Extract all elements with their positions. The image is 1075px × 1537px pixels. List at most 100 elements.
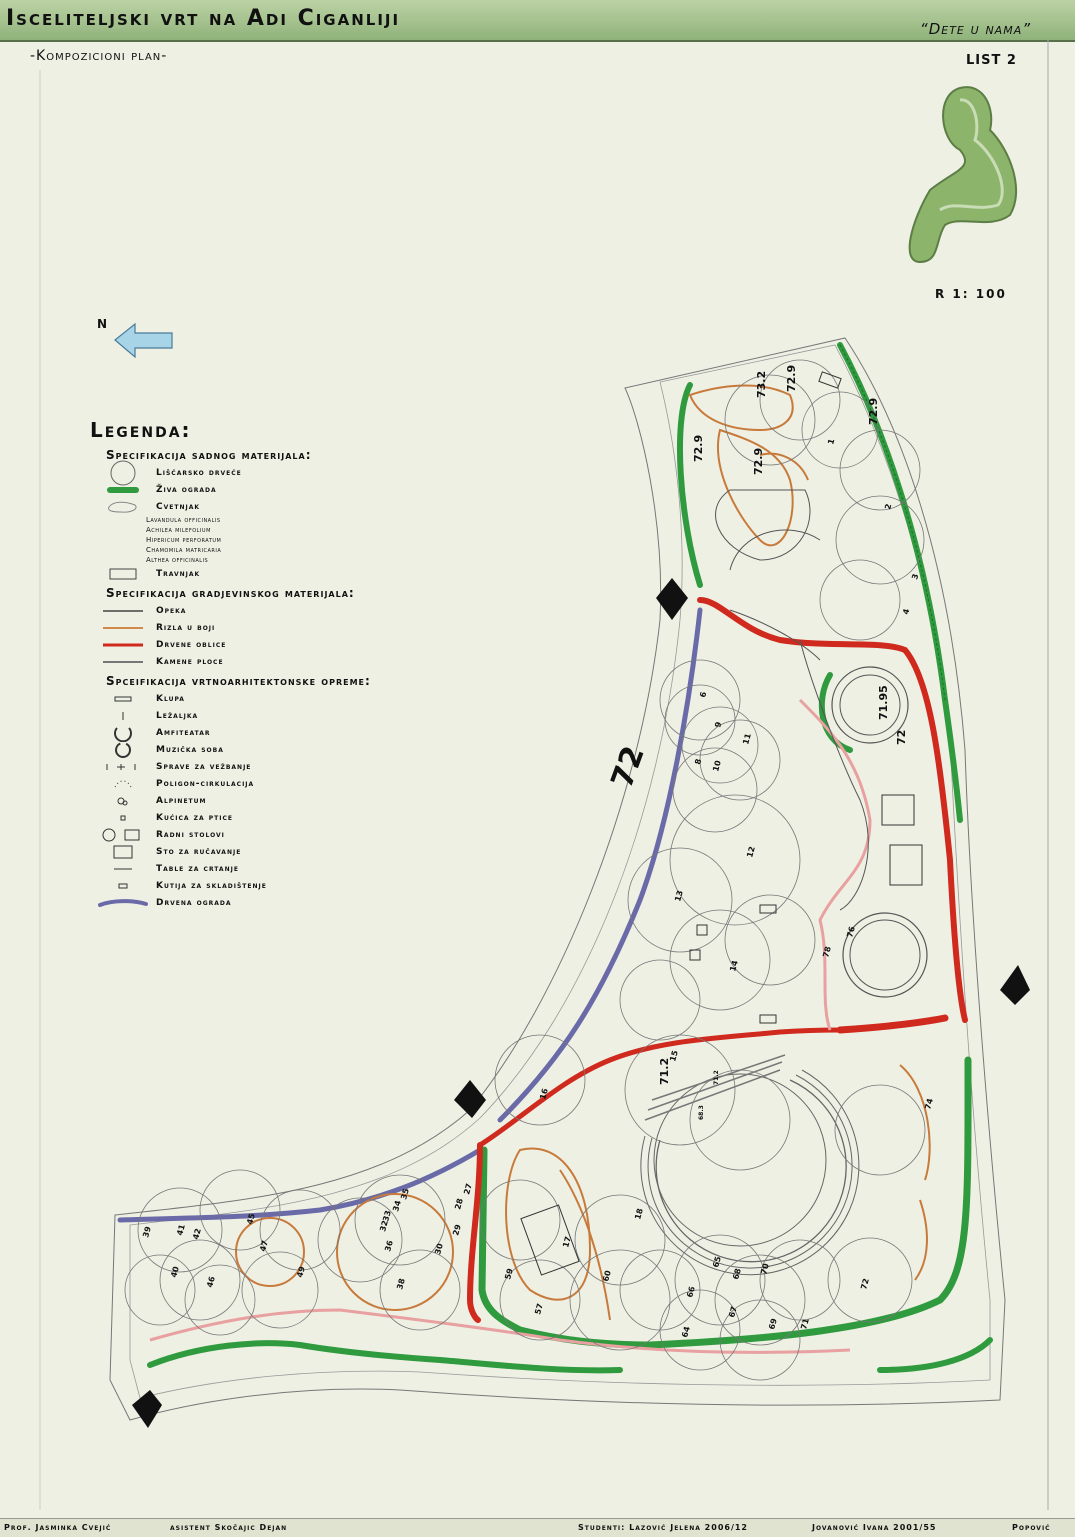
plan-subtitle: -Kompozicioni plan- [30, 48, 168, 64]
tree-canopy [137, 1187, 223, 1273]
tree-number: 18 [633, 1207, 645, 1221]
tree-canopy [719, 1299, 801, 1381]
tree-canopy [627, 847, 733, 953]
tree-canopy [834, 1084, 926, 1176]
tree-canopy [494, 1034, 586, 1126]
red-path [466, 597, 968, 1323]
storage-box-icon [90, 882, 156, 890]
elevation-label: 71.2 [713, 1070, 720, 1085]
tree-canopy [759, 359, 841, 441]
tree-number: 28 [453, 1197, 465, 1211]
tree-number: 4 [901, 607, 911, 615]
tree-number: 11 [741, 732, 753, 746]
tree-number: 78 [821, 945, 833, 959]
tree-canopy [724, 374, 816, 466]
tree-canopy [569, 1249, 671, 1351]
tree-number: 45 [245, 1212, 257, 1226]
tree-number: 70 [759, 1262, 771, 1276]
tree-canopy [379, 1249, 461, 1331]
tree-canopy [669, 909, 771, 1011]
legend-item-tree: Lišćarsko drveće [90, 460, 420, 485]
tree-icon [90, 459, 156, 487]
footer-assistant: asistent Skočajic Dejan [170, 1523, 288, 1532]
north-arrow-icon [114, 322, 173, 359]
tree-number: 29 [451, 1223, 463, 1237]
hedge-icon [90, 484, 156, 496]
tree-canopy [759, 1239, 841, 1321]
tree-number: 41 [175, 1223, 187, 1237]
tree-canopy [669, 794, 801, 926]
legend-heading-plants: Specifikacija sadnog materijala: [106, 448, 312, 462]
tree-number: 12 [745, 845, 757, 858]
tree-number: 30 [433, 1242, 445, 1256]
lunch-table-icon [90, 844, 156, 860]
legend-item-lunch-table: Sto za ručavanje [90, 843, 420, 860]
legend-item-lounger: Ležaljka [90, 707, 420, 724]
tree-number: 2 [883, 503, 893, 511]
bench-icon [90, 695, 156, 703]
tree-canopy [827, 1237, 913, 1323]
elevation-label: 72.9 [867, 398, 880, 425]
tree-number: 14 [728, 959, 740, 973]
elevation-label: 73.2 [755, 371, 768, 398]
tree-canopy [241, 1251, 319, 1329]
tree-canopy [499, 1259, 581, 1341]
tree-number: 67 [727, 1305, 739, 1318]
tree-number: 17 [561, 1235, 573, 1248]
tree-number: 13 [673, 889, 685, 902]
legend-item-logs: Drvene oblice [90, 636, 420, 653]
height-label: 72 [605, 742, 652, 793]
elevation-label: 72.9 [752, 448, 765, 475]
tree-number: 16 [538, 1087, 550, 1101]
tree-number: 65 [711, 1255, 723, 1269]
tree-canopy [664, 684, 736, 756]
garden-logo [908, 86, 1018, 264]
tree-number: 76 [845, 925, 857, 939]
tree-canopy [317, 1197, 403, 1283]
benches [520, 371, 923, 1276]
elevation-label: 71.95 [877, 685, 890, 720]
legend-item-music-room: Muzička soba [90, 741, 420, 758]
tree-number: 38 [395, 1277, 407, 1291]
tree-number: 59 [503, 1267, 515, 1281]
page-title: Isceliteljski vrt na Adi Ciganliji [6, 6, 401, 31]
tree-canopy [839, 429, 921, 511]
tree-canopy [624, 1034, 736, 1146]
legend-item-polygon: Poligon-cirkulacija [90, 775, 420, 792]
tree-number: 64 [680, 1325, 692, 1339]
inner-boundary [129, 344, 991, 1399]
tree-number: 33 [381, 1209, 393, 1222]
legend-item-gravel: Rizla u boji [90, 619, 420, 636]
legend-item-storage-box: Kutija za skladištenje [90, 877, 420, 894]
trees [124, 359, 926, 1381]
polygon-icon [90, 777, 156, 791]
tree-number: 8 [693, 757, 703, 765]
lawn-icon [90, 567, 156, 581]
motto: “Dete u nama” [919, 20, 1031, 38]
legend-item-drawing-table: Table za crtanje [90, 860, 420, 877]
tree-number: 60 [601, 1269, 613, 1283]
tree-number: 36 [383, 1239, 395, 1253]
line-icon [90, 658, 156, 666]
elevation-label: 71.2 [658, 1058, 671, 1085]
tree-number: 57 [533, 1302, 545, 1315]
legend-item-lawn: Travnjak [90, 565, 420, 582]
tree-number: 74 [923, 1097, 935, 1111]
tree-canopy [354, 1174, 446, 1266]
legend-item-exercise: Sprave za vežbanje [90, 758, 420, 775]
tree-number: 40 [169, 1265, 181, 1279]
footer: Prof. Jasminka Cvejić asistent Skočajic … [0, 1518, 1075, 1537]
tree-canopy [801, 391, 879, 469]
elevation-label: 72 [895, 730, 908, 745]
tree-number: 3 [910, 573, 920, 581]
tree-number: 6 [698, 690, 708, 698]
stone-walls [715, 489, 869, 911]
tree-canopy [479, 1179, 561, 1261]
tree-canopy [674, 1234, 766, 1326]
tree-canopy [672, 747, 758, 833]
line-icon [90, 624, 156, 632]
legend-title: Legenda: [90, 418, 192, 442]
tree-canopy [819, 559, 901, 641]
entrance-markers [132, 578, 1030, 1428]
legend-item-flowerbed: Cvetnjak [90, 498, 420, 515]
